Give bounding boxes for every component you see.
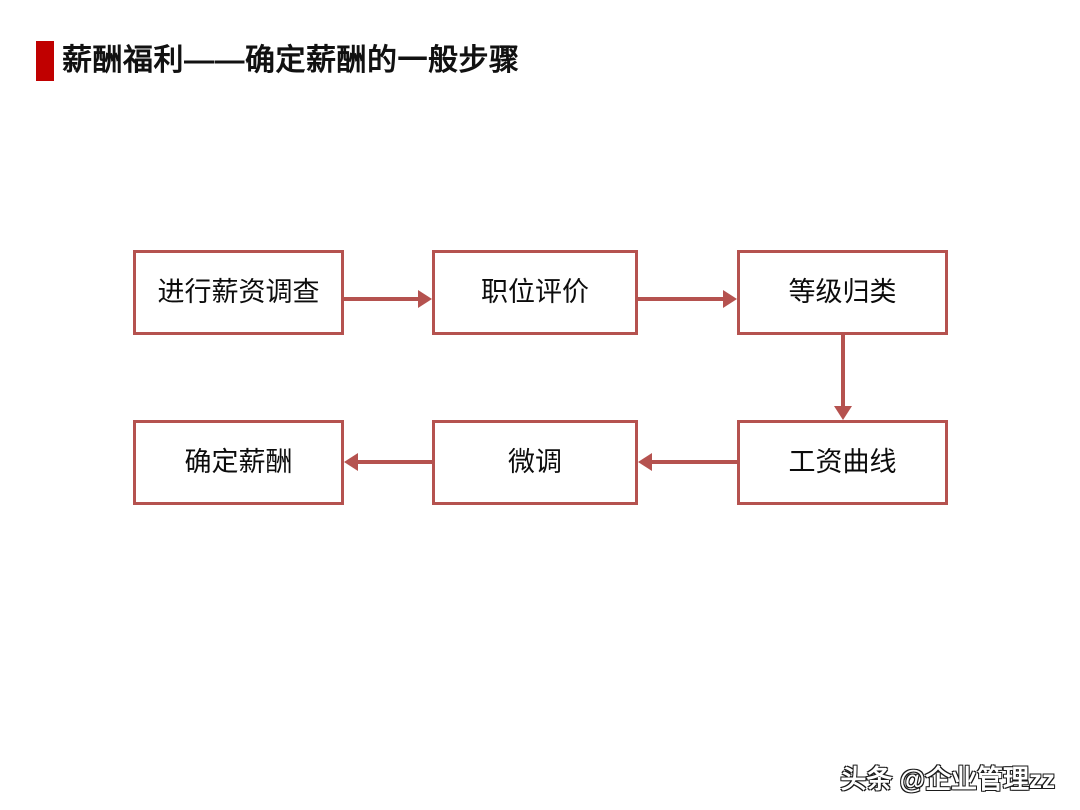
- arrow-head: [638, 453, 652, 471]
- flow-step-final[interactable]: 确定薪酬: [133, 420, 344, 505]
- arrow-right-icon-survey-to-evaluation: [344, 290, 432, 308]
- arrow-left-icon-curve-to-tuning: [638, 453, 737, 471]
- connector-line: [650, 460, 737, 464]
- arrow-head: [418, 290, 432, 308]
- connector-line: [356, 460, 432, 464]
- title-accent-bar: [36, 41, 54, 81]
- arrow-right-icon-evaluation-to-grading: [638, 290, 737, 308]
- flow-step-survey[interactable]: 进行薪资调查: [133, 250, 344, 335]
- connector-line: [344, 297, 420, 301]
- flow-step-grading[interactable]: 等级归类: [737, 250, 948, 335]
- flow-step-evaluation[interactable]: 职位评价: [432, 250, 638, 335]
- arrow-head: [834, 406, 852, 420]
- arrow-down-icon-grading-to-curve: [834, 335, 852, 420]
- arrow-left-icon-tuning-to-final: [344, 453, 432, 471]
- flow-step-curve[interactable]: 工资曲线: [737, 420, 948, 505]
- connector-line: [841, 335, 845, 408]
- arrow-head: [723, 290, 737, 308]
- connector-line: [638, 297, 725, 301]
- watermark: 头条 @企业管理zz: [840, 764, 1055, 794]
- flow-step-tuning[interactable]: 微调: [432, 420, 638, 505]
- page-title: 薪酬福利——确定薪酬的一般步骤: [62, 44, 520, 77]
- arrow-head: [344, 453, 358, 471]
